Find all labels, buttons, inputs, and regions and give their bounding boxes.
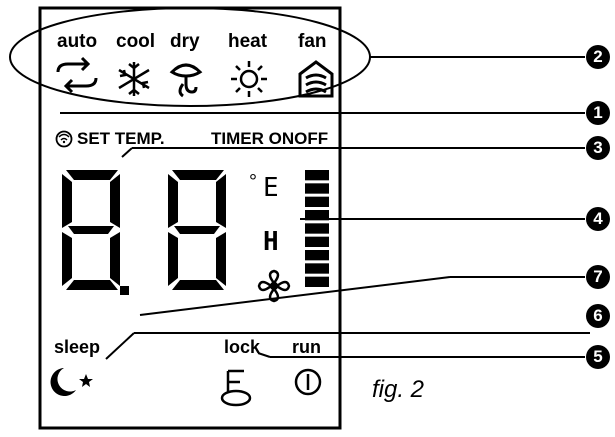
- set-temp-label: SET TEMP.: [77, 129, 165, 148]
- bar-segment: [305, 183, 329, 194]
- snowflake-icon: [118, 62, 150, 96]
- bar-segment: [305, 276, 329, 287]
- run-power-icon: [294, 368, 322, 396]
- callout-1: 1: [586, 101, 610, 125]
- callout-4: 4: [586, 207, 610, 231]
- mode-label-auto: auto: [57, 31, 98, 52]
- bar-segment: [305, 236, 329, 247]
- sleep-moon-icon: [50, 368, 93, 396]
- bar-segment: [305, 223, 329, 234]
- fan-blade-icon: [257, 269, 291, 303]
- callout-2: 2: [586, 45, 610, 69]
- callout-6: 6: [586, 304, 610, 328]
- digit-1: [62, 170, 120, 290]
- bar-segment: [305, 263, 329, 274]
- lcd-frame: [38, 6, 342, 430]
- degree-symbol: °: [249, 171, 257, 193]
- sun-icon: [231, 61, 267, 97]
- signal-icon: [55, 130, 73, 148]
- leader-lines: [60, 56, 590, 360]
- callout-5: 5: [586, 345, 610, 369]
- timer-onoff-label: TIMER ONOFF: [211, 129, 329, 148]
- bar-segment: [305, 170, 329, 181]
- lock-label: lock: [224, 337, 261, 357]
- digit-2: [168, 170, 226, 290]
- bar-segment: [305, 250, 329, 261]
- bar-segment: [305, 196, 329, 207]
- run-label: run: [292, 337, 321, 357]
- decimal-point-dot: [120, 286, 129, 295]
- mode-label-fan: fan: [298, 31, 327, 52]
- fan-house-icon: [298, 60, 334, 98]
- mode-label-heat: heat: [228, 31, 268, 52]
- speed-letter-e: E: [263, 173, 279, 203]
- speed-letter-h: H: [263, 227, 279, 257]
- callout-7: 7: [586, 265, 610, 289]
- sleep-label: sleep: [54, 337, 101, 357]
- dry-droplet-icon: [169, 63, 203, 98]
- mode-label-dry: dry: [170, 31, 200, 52]
- auto-cycle-icon: [56, 56, 98, 94]
- lock-filter-icon: [220, 369, 252, 407]
- bar-segment: [305, 210, 329, 221]
- seven-segment-display: [62, 170, 226, 295]
- mode-label-cool: cool: [116, 31, 156, 52]
- level-bar-graph: [305, 170, 329, 287]
- callout-3: 3: [586, 136, 610, 160]
- figure-caption: fig. 2: [372, 376, 425, 403]
